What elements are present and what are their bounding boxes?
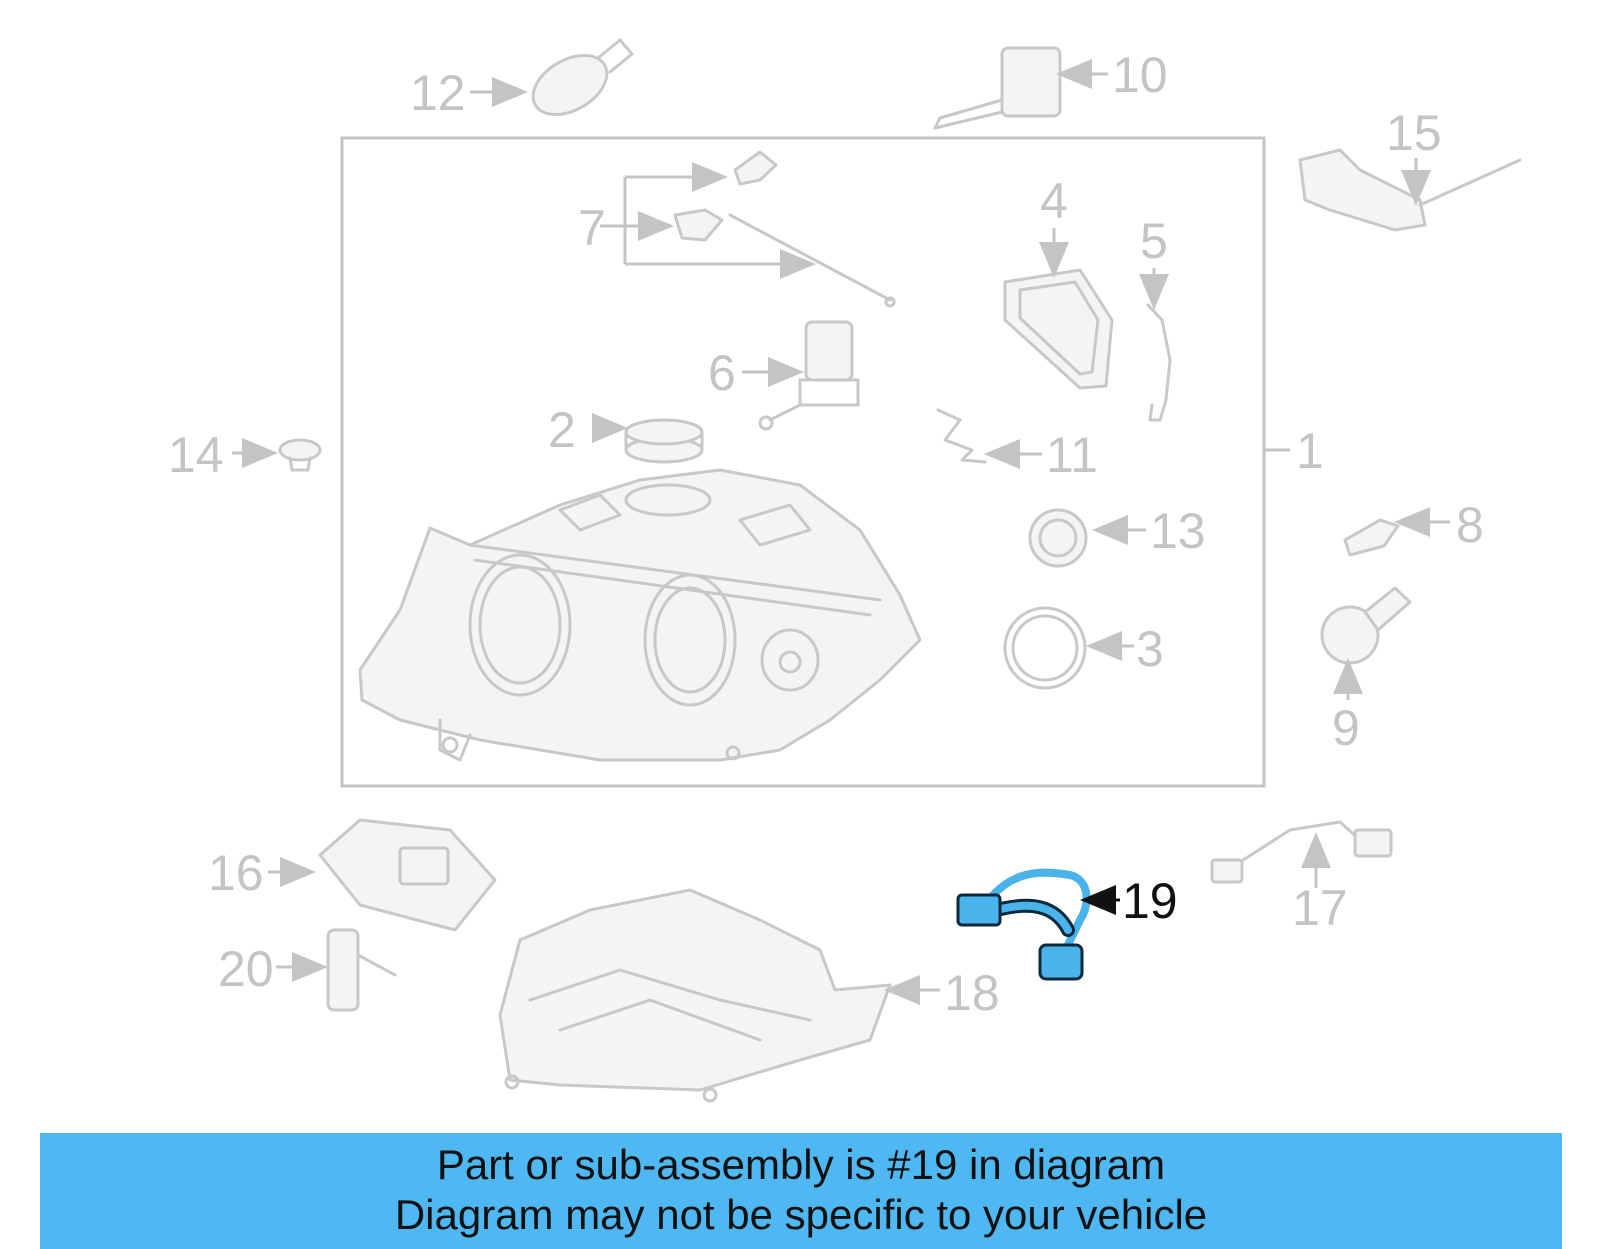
part-2-cap-drawing xyxy=(624,418,704,464)
callout-labels: 1 2 3 4 5 6 7 8 9 10 11 12 13 14 15 16 1… xyxy=(168,47,1484,1021)
callout-11: 11 xyxy=(1046,427,1098,483)
callout-9: 9 xyxy=(1332,700,1360,756)
callout-20: 20 xyxy=(218,941,274,997)
banner-line-1: Part or sub-assembly is #19 in diagram xyxy=(436,1141,1166,1188)
callout-13: 13 xyxy=(1150,503,1206,559)
part-14-plug-drawing xyxy=(278,438,322,472)
part-5-clip-drawing xyxy=(1146,303,1172,422)
part-20-pin-drawing xyxy=(326,928,397,1012)
callout-12: 12 xyxy=(410,65,466,121)
part-6-motor-drawing xyxy=(758,320,860,431)
part-10-bulb-drawing xyxy=(933,46,1062,130)
part-8-bulb-drawing xyxy=(1343,518,1400,557)
callout-2: 2 xyxy=(548,402,576,458)
part-4-gasket-drawing xyxy=(1003,268,1114,390)
callout-17: 17 xyxy=(1292,880,1348,936)
callout-14: 14 xyxy=(168,427,224,483)
part-13-holder-drawing xyxy=(1028,508,1088,568)
part-19-harness-drawing[interactable] xyxy=(956,868,1091,981)
leader-lines xyxy=(232,59,1450,1005)
callout-3: 3 xyxy=(1136,621,1164,677)
assembly-frame xyxy=(340,136,1266,788)
callout-6: 6 xyxy=(708,345,736,401)
part-15-adjuster-drawing xyxy=(1298,148,1522,232)
callout-16: 16 xyxy=(208,845,264,901)
callout-4: 4 xyxy=(1040,173,1068,229)
callout-18: 18 xyxy=(944,965,1000,1021)
headlamp-housing-drawing xyxy=(358,468,922,762)
part-16-module-drawing xyxy=(318,818,497,932)
info-banner: Part or sub-assembly is #19 in diagram D… xyxy=(40,1133,1562,1249)
callout-1: 1 xyxy=(1296,423,1324,479)
part-3-ring-drawing xyxy=(1003,606,1087,690)
callout-5: 5 xyxy=(1140,213,1168,269)
part-17-harness-drawing xyxy=(1210,820,1393,884)
part-11-spring-drawing xyxy=(936,408,987,464)
callout-15: 15 xyxy=(1386,105,1442,161)
part-9-bulb-drawing xyxy=(1320,586,1412,665)
part-12-bulb-drawing xyxy=(531,38,634,116)
part-18-bracket-drawing xyxy=(498,888,892,1103)
callout-7: 7 xyxy=(578,200,606,256)
callout-19: 19 xyxy=(1122,873,1178,929)
callout-8: 8 xyxy=(1456,497,1484,553)
banner-line-2: Diagram may not be specific to your vehi… xyxy=(394,1191,1208,1238)
part-7-fasteners-drawing xyxy=(673,150,896,308)
callout-10: 10 xyxy=(1112,47,1168,103)
